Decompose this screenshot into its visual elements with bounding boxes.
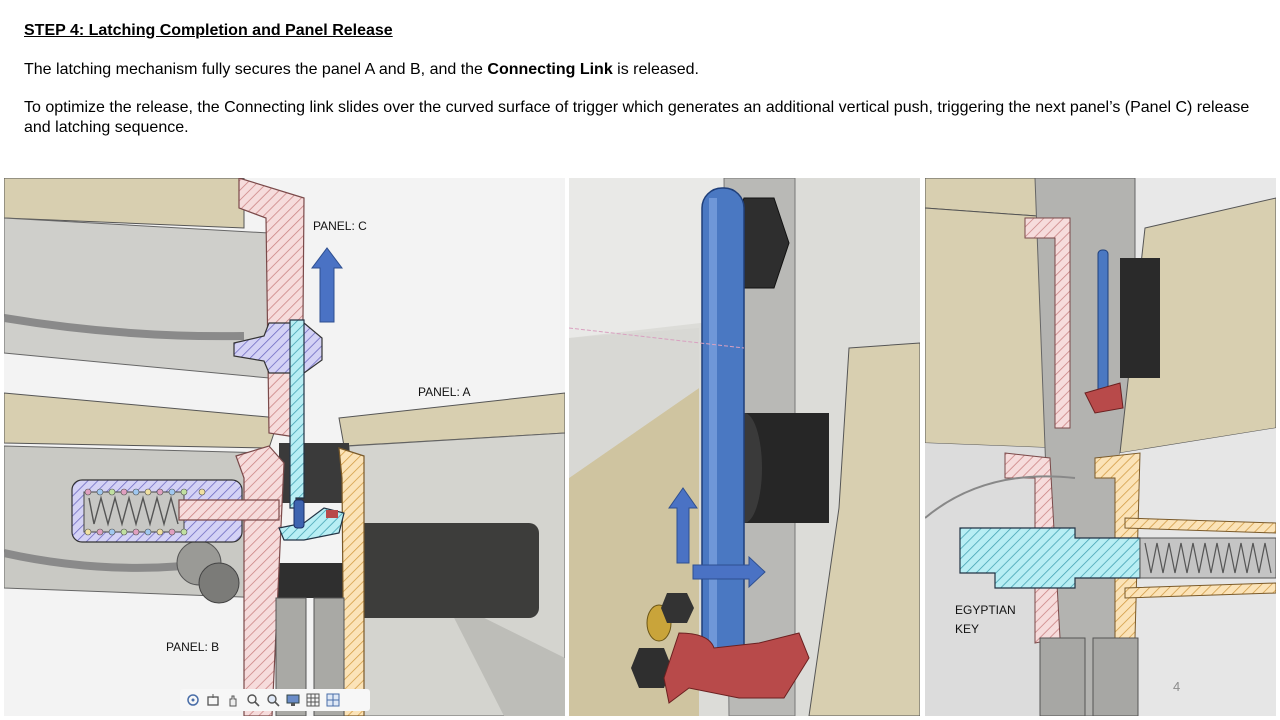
connecting-link-term: Connecting Link [487,61,613,78]
section-view-drawing [4,178,565,716]
intro-text-before: The latching mechanism fully secures the… [24,61,488,78]
zoom-icon[interactable] [246,693,260,707]
label-egyptian-key-line2: KEY [955,622,980,636]
viewer-toolbar [180,689,370,711]
viewports-icon[interactable] [326,693,340,707]
label-panel-c: PANEL: C [313,219,367,233]
slide-number: 4 [1173,679,1181,694]
label-panel-a: PANEL: A [418,385,471,399]
intro-text-after: is released. [612,61,699,78]
connecting-link-drawing [569,178,920,716]
zoom-window-icon[interactable] [266,693,280,707]
orbit-icon[interactable] [186,693,200,707]
section-view-figure: PANEL: C PANEL: A PANEL: B [4,178,565,716]
look-at-icon[interactable] [206,693,220,707]
display-settings-icon[interactable] [286,693,300,707]
slide-title: STEP 4: Latching Completion and Panel Re… [24,22,393,39]
egyptian-key-drawing [925,178,1276,716]
release-paragraph: To optimize the release, the Connecting … [24,99,1250,136]
label-egyptian-key-line1: EGYPTIAN [955,603,1016,617]
label-panel-b: PANEL: B [166,640,220,654]
pan-icon[interactable] [226,693,240,707]
egyptian-key-figure: EGYPTIAN KEY [925,178,1276,716]
intro-paragraph: The latching mechanism fully secures the… [24,60,699,80]
connecting-link-figure [569,178,920,716]
grid-icon[interactable] [306,693,320,707]
